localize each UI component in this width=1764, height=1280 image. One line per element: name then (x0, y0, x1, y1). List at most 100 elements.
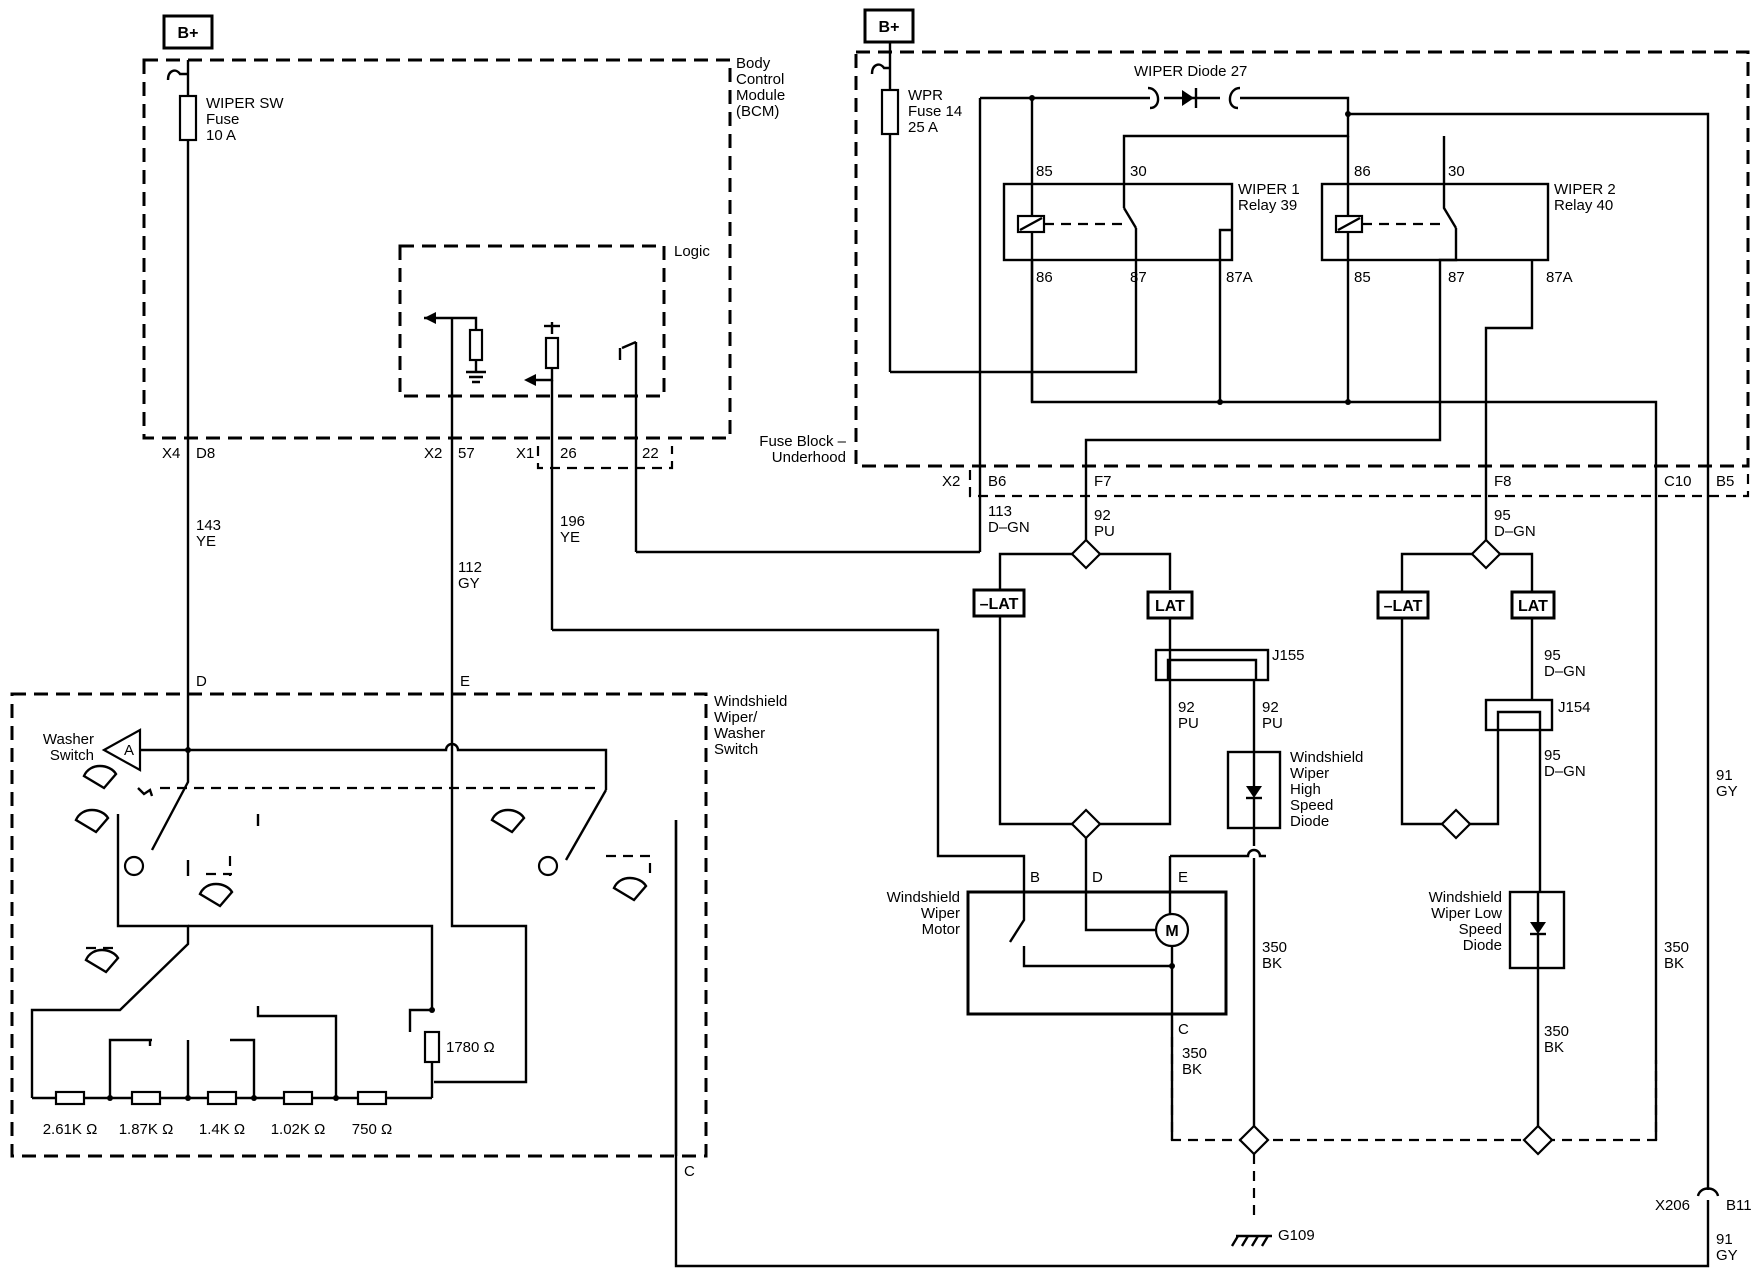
bplus-left: B+ (162, 14, 214, 50)
splice-low-speed (1440, 808, 1472, 840)
svg-text:GY: GY (1716, 783, 1738, 800)
svg-text:Underhood: Underhood (772, 449, 846, 466)
relay-1-name: WIPER 1 Relay 39 (1238, 181, 1300, 214)
svg-text:Fuse Block –: Fuse Block – (759, 433, 846, 450)
svg-text:F7: F7 (1094, 473, 1112, 490)
svg-text:B6: B6 (988, 473, 1006, 490)
wire-350-label-a: 350 BK (1182, 1045, 1207, 1078)
logic-box (398, 244, 666, 398)
wiper-2-relay (1320, 182, 1550, 262)
svg-text:10 A: 10 A (206, 127, 236, 144)
wire-350-label-d: 350 BK (1664, 939, 1689, 972)
wire-112-label: 112 GY (458, 559, 482, 592)
svg-text:WPR: WPR (908, 87, 943, 104)
svg-text:87: 87 (1130, 269, 1147, 286)
svg-text:95: 95 (1544, 647, 1561, 664)
svg-text:1.87K Ω: 1.87K Ω (119, 1121, 174, 1138)
wire-91-label-a: 91 GY (1716, 767, 1738, 800)
wire-143-label: 143 YE (196, 517, 221, 550)
svg-text:350: 350 (1544, 1023, 1569, 1040)
relay-2-pins: 86 30 85 87 87A (1354, 163, 1573, 286)
svg-text:1.4K Ω: 1.4K Ω (199, 1121, 245, 1138)
high-speed-diode-label: Windshield Wiper High Speed Diode (1290, 749, 1363, 830)
svg-text:D–GN: D–GN (1544, 763, 1586, 780)
resistor-1780-label: 1780 Ω (446, 1039, 495, 1056)
svg-text:92: 92 (1178, 699, 1195, 716)
svg-text:X2: X2 (942, 473, 960, 490)
svg-text:LAT: LAT (1518, 598, 1548, 615)
svg-text:–LAT: –LAT (1384, 598, 1423, 615)
fuse-block-box (854, 50, 1750, 468)
svg-text:Windshield: Windshield (887, 889, 960, 906)
wiper-sw-fuse-label: WIPER SW Fuse 10 A (206, 95, 284, 144)
resistor-1780 (423, 1030, 441, 1064)
svg-text:87A: 87A (1226, 269, 1253, 286)
svg-text:25 A: 25 A (908, 119, 938, 136)
svg-text:D: D (1092, 869, 1103, 886)
wire-350-label-b: 350 BK (1262, 939, 1287, 972)
svg-text:PU: PU (1262, 715, 1283, 732)
washer-arrow (101, 728, 142, 772)
svg-text:D–GN: D–GN (988, 519, 1030, 536)
resistor-r4 (282, 1090, 314, 1106)
wpr-fuse (880, 88, 900, 136)
svg-text:350: 350 (1262, 939, 1287, 956)
switch-title: Windshield Wiper/ Washer Switch (714, 693, 787, 758)
svg-text:86: 86 (1036, 269, 1053, 286)
svg-text:86: 86 (1354, 163, 1371, 180)
svg-text:BK: BK (1182, 1061, 1202, 1078)
svg-text:Relay 39: Relay 39 (1238, 197, 1297, 214)
svg-text:Control: Control (736, 71, 784, 88)
j154-label: J154 (1558, 699, 1591, 716)
svg-text:Motor: Motor (922, 921, 960, 938)
resistor-r3 (206, 1090, 238, 1106)
wire-92-label-b: 92 PU (1178, 699, 1199, 732)
svg-text:26: 26 (560, 445, 577, 462)
logic-label: Logic (674, 243, 710, 260)
svg-text:B5: B5 (1716, 473, 1734, 490)
ground-splice-1 (1238, 1124, 1270, 1156)
svg-text:57: 57 (458, 445, 475, 462)
wire-92-label-c: 92 PU (1262, 699, 1283, 732)
svg-text:M: M (1165, 923, 1178, 940)
j155-splice (1154, 648, 1270, 682)
svg-text:C10: C10 (1664, 473, 1692, 490)
svg-text:BK: BK (1262, 955, 1282, 972)
svg-text:95: 95 (1494, 507, 1511, 524)
svg-text:WIPER SW: WIPER SW (206, 95, 284, 112)
bplus-right: B+ (863, 8, 915, 44)
svg-text:Fuse: Fuse (206, 111, 239, 128)
svg-text:BK: BK (1544, 1039, 1564, 1056)
svg-text:D8: D8 (196, 445, 215, 462)
svg-text:Washer: Washer (714, 725, 765, 742)
svg-text:92: 92 (1262, 699, 1279, 716)
svg-text:Windshield: Windshield (1429, 889, 1502, 906)
svg-text:85: 85 (1354, 269, 1371, 286)
wire-95-label-a: 95 D–GN (1494, 507, 1536, 540)
svg-text:PU: PU (1178, 715, 1199, 732)
svg-text:B+: B+ (879, 19, 900, 36)
svg-text:LAT: LAT (1155, 598, 1185, 615)
wire-196-label: 196 YE (560, 513, 585, 546)
resistor-labels: 2.61K Ω 1.87K Ω 1.4K Ω 1.02K Ω 750 Ω (43, 1121, 393, 1138)
svg-text:WIPER 2: WIPER 2 (1554, 181, 1616, 198)
relay-2-name: WIPER 2 Relay 40 (1554, 181, 1616, 214)
svg-text:GY: GY (1716, 1247, 1738, 1264)
svg-text:196: 196 (560, 513, 585, 530)
motor-pins: B D E C (1030, 869, 1189, 1038)
bcm-box (142, 58, 732, 440)
fuse-block-pins: X2 B6 F7 F8 C10 B5 (942, 473, 1734, 490)
svg-text:X4: X4 (162, 445, 180, 462)
svg-text:85: 85 (1036, 163, 1053, 180)
svg-text:Windshield: Windshield (714, 693, 787, 710)
svg-text:Wiper: Wiper (921, 905, 960, 922)
wire-92-label-a: 92 PU (1094, 507, 1115, 540)
svg-text:X2: X2 (424, 445, 442, 462)
wiper-motor (966, 890, 1228, 1016)
svg-text:Body: Body (736, 55, 771, 72)
svg-text:30: 30 (1448, 163, 1465, 180)
svg-text:Windshield: Windshield (1290, 749, 1363, 766)
svg-text:PU: PU (1094, 523, 1115, 540)
svg-text:Diode: Diode (1463, 937, 1502, 954)
